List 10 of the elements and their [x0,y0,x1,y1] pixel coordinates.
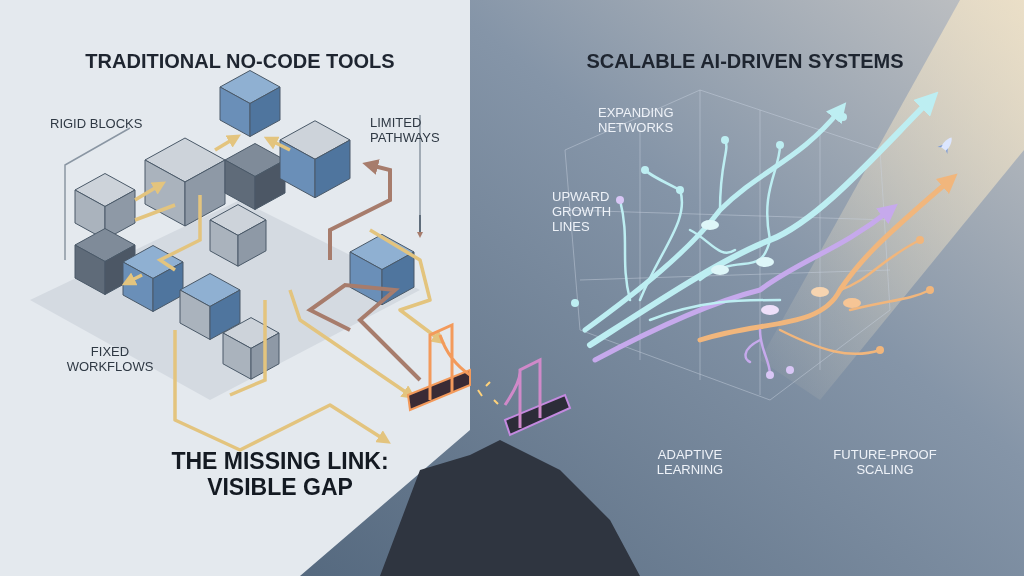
gap-caption: THE MISSING LINK: VISIBLE GAP [170,448,390,501]
section-heading: TRADITIONAL NO-CODE TOOLS [84,50,396,73]
callout-label: RIGID BLOCKS [50,117,144,132]
callout-label: EXPANDING NETWORKS [598,106,675,136]
callout-label: LIMITED PATHWAYS [370,116,441,146]
callout-label: ADAPTIVE LEARNING [655,448,725,478]
section-heading: SCALABLE AI-DRIVEN SYSTEMS [585,50,905,73]
callout-label: FIXED WORKFLOWS [65,345,155,375]
callout-label: FUTURE-PROOF SCALING [832,448,938,478]
callout-label: UPWARD GROWTH LINES [552,190,612,235]
